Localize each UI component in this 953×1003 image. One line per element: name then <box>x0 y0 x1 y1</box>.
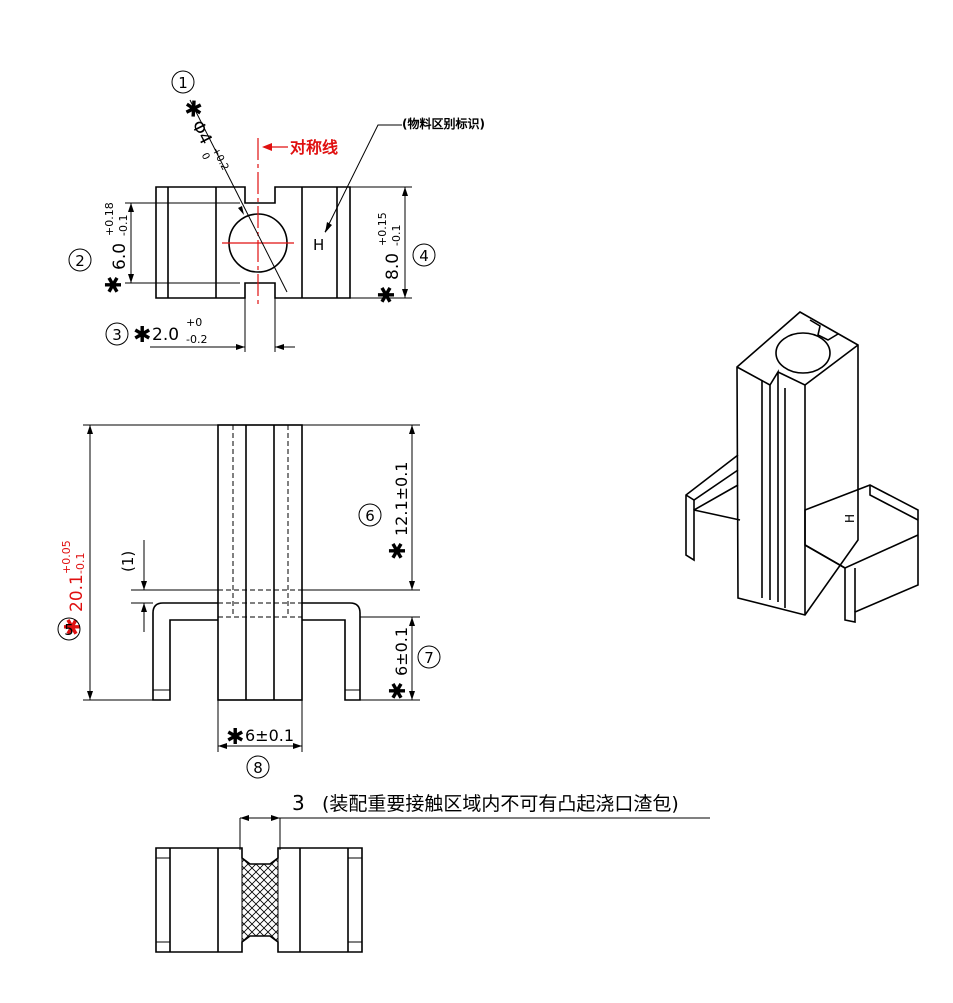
dim-8: ✱ 6±0.1 <box>226 725 294 750</box>
callout-2 <box>68 248 92 272</box>
dim-6: ✱ 12.1±0.1 <box>386 462 411 560</box>
svg-text:2: 2 <box>75 252 85 270</box>
svg-text:✱: ✱ <box>386 542 411 560</box>
front-view: ✱ 20.1 +0.05 -0.1 5 (1) ✱ 12.1±0.1 6 <box>57 424 441 779</box>
svg-text:0: 0 <box>199 151 212 162</box>
svg-text:6±0.1: 6±0.1 <box>392 627 411 676</box>
svg-text:4: 4 <box>419 247 429 265</box>
svg-text:✱: ✱ <box>375 286 400 304</box>
contact-area-view <box>155 847 363 953</box>
material-mark-label: (物料区别标识) <box>402 116 485 131</box>
isometric-view: H <box>685 311 919 623</box>
svg-text:8: 8 <box>253 759 263 777</box>
svg-text:-0.1: -0.1 <box>117 215 130 236</box>
hatched-contact-area <box>241 857 279 943</box>
callout-1 <box>171 70 195 94</box>
svg-text:(装配重要接触区域内不可有凸起浇口渣包): (装配重要接触区域内不可有凸起浇口渣包) <box>322 793 679 815</box>
svg-text:-0.1: -0.1 <box>390 225 403 246</box>
callout-5 <box>57 617 81 641</box>
iso-h-mark: H <box>843 514 857 523</box>
dim-5: ✱ 20.1 +0.05 -0.1 <box>60 540 87 636</box>
svg-text:-0.1: -0.1 <box>74 553 87 574</box>
svg-text:+0.15: +0.15 <box>376 212 389 246</box>
svg-text:3: 3 <box>292 791 305 815</box>
svg-text:7: 7 <box>424 649 434 667</box>
svg-text:20.1: 20.1 <box>67 574 87 612</box>
callout-3 <box>105 322 129 346</box>
callout-4 <box>412 243 436 267</box>
callout-8 <box>246 755 270 779</box>
dim-4: ✱ 8.0 +0.15 -0.1 <box>375 212 403 304</box>
assembly-note: 3 (装配重要接触区域内不可有凸起浇口渣包) <box>239 791 710 850</box>
svg-text:✱: ✱ <box>133 323 151 348</box>
svg-text:1: 1 <box>178 74 188 92</box>
svg-text:✱: ✱ <box>226 725 244 750</box>
svg-text:+0.2: +0.2 <box>209 146 230 173</box>
svg-text:✱: ✱ <box>386 682 411 700</box>
symmetry-line-label: 对称线 <box>290 138 338 157</box>
svg-text:+0.05: +0.05 <box>60 540 73 574</box>
svg-text:-0.2: -0.2 <box>186 333 207 346</box>
dim-3: ✱ 2.0 +0 -0.2 <box>133 316 207 348</box>
callout-6 <box>358 503 382 527</box>
svg-text:✱: ✱ <box>102 276 127 294</box>
callout-7 <box>417 645 441 669</box>
svg-text:+0: +0 <box>186 316 202 329</box>
h-mark: H <box>313 236 324 254</box>
svg-text:3: 3 <box>112 326 122 344</box>
ref-1: (1) <box>119 551 137 572</box>
svg-text:6±0.1: 6±0.1 <box>245 726 294 745</box>
dim-1: ✱ Φ4 +0.2 0 <box>177 95 230 173</box>
svg-text:5: 5 <box>64 621 74 639</box>
svg-text:+0.18: +0.18 <box>103 202 116 236</box>
dim-7: ✱ 6±0.1 <box>386 627 411 700</box>
top-view: 对称线 (物料区别标识) H 1 ✱ Φ4 +0.2 0 ✱ 6.0 +0.18… <box>68 70 485 352</box>
dim-2: ✱ 6.0 +0.18 -0.1 <box>102 202 130 294</box>
svg-text:6: 6 <box>365 507 375 525</box>
svg-text:8.0: 8.0 <box>383 253 403 280</box>
svg-text:2.0: 2.0 <box>152 325 179 345</box>
svg-text:12.1±0.1: 12.1±0.1 <box>392 462 411 536</box>
svg-text:6.0: 6.0 <box>110 243 130 270</box>
svg-text:(1): (1) <box>119 551 137 572</box>
